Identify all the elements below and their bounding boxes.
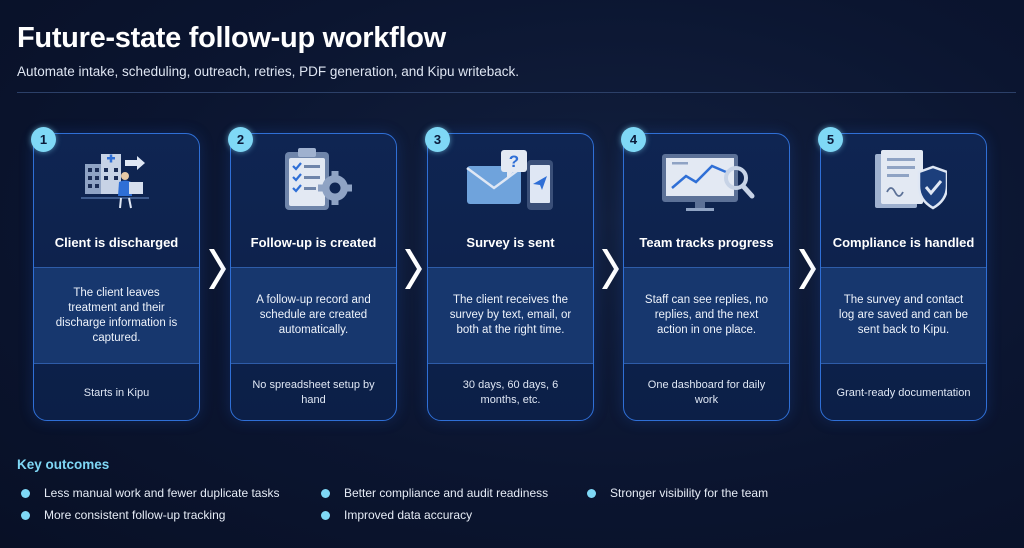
step-note: Starts in Kipu [83,386,150,399]
clipboard-gear-icon [231,146,396,216]
step-title: Follow-up is created [250,234,377,250]
outcome-text: Improved data accuracy [344,508,473,522]
bullet-dot-icon [321,488,330,498]
page-title: Future-state follow-up workflow [17,22,446,54]
discharge-building-icon [34,146,199,216]
step-number-badge-1: 1 [31,127,56,152]
chevron-right-icon [209,249,226,289]
bullet-dot-icon [21,488,30,498]
step-title: Client is discharged [54,234,179,250]
outcome-item: Improved data accuracy [321,508,472,522]
key-outcomes-heading: Key outcomes [17,457,110,472]
monitor-analytics-icon [624,146,789,216]
outcome-item: More consistent follow-up tracking [21,508,225,522]
step-card-5: Compliance is handled The survey and con… [820,133,987,421]
step-description: A follow-up record and schedule are crea… [231,267,396,364]
chevron-right-icon [405,249,422,289]
step-title: Team tracks progress [639,234,774,250]
outcome-item: Less manual work and fewer duplicate tas… [21,486,279,500]
step-card-2: Follow-up is created A follow-up record … [230,133,397,421]
outcome-item: Better compliance and audit readiness [321,486,548,500]
outcome-text: More consistent follow-up tracking [44,508,226,522]
step-card-3: ? Survey is sent The client receives the… [427,133,594,421]
step-note: 30 days, 60 days, 6 months, etc. [462,379,559,406]
step-description: The survey and contact log are saved and… [821,267,986,364]
outcome-text: Stronger visibility for the team [610,486,769,500]
step-description: The client receives the survey by text, … [428,267,593,364]
step-note: One dashboard for daily work [647,379,766,406]
bullet-dot-icon [321,510,330,520]
header-divider [17,92,1016,93]
step-card-4: Team tracks progress Staff can see repli… [623,133,790,421]
message-phone-icon: ? [428,146,593,216]
step-number-badge-5: 5 [818,127,843,152]
chevron-right-icon [602,249,619,289]
step-number-badge-4: 4 [621,127,646,152]
step-card-1: Client is discharged The client leaves t… [33,133,200,421]
bullet-dot-icon [587,488,596,498]
step-title: Compliance is handled [832,234,975,250]
step-description: The client leaves treatment and their di… [34,267,199,364]
chevron-right-icon [799,249,816,289]
svg-text:?: ? [508,152,518,171]
bullet-dot-icon [21,510,30,520]
outcome-item: Stronger visibility for the team [587,486,768,500]
step-note: Grant-ready documentation [836,386,971,399]
outcome-text: Less manual work and fewer duplicate tas… [44,486,280,500]
page-subtitle: Automate intake, scheduling, outreach, r… [17,64,520,79]
step-title: Survey is sent [466,234,555,250]
step-note: No spreadsheet setup by hand [252,379,375,406]
step-number-badge-2: 2 [228,127,253,152]
outcome-text: Better compliance and audit readiness [344,486,549,500]
step-number-badge-3: 3 [425,127,450,152]
step-description: Staff can see replies, no replies, and t… [624,267,789,364]
document-shield-icon [821,146,986,216]
